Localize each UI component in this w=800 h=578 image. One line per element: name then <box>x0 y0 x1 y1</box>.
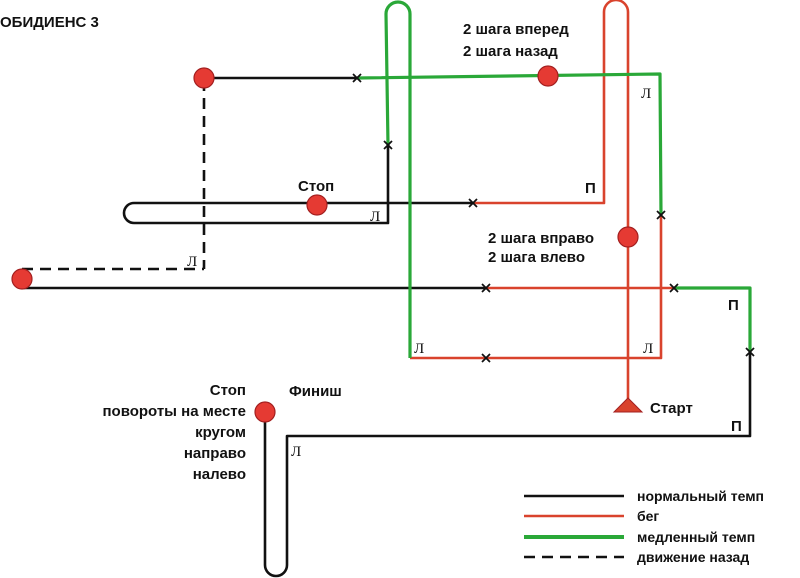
point-steps-side <box>617 226 639 248</box>
x-marker <box>383 140 393 150</box>
slow-segment-loop <box>384 0 412 358</box>
exercise-labels: 2 шага вперед 2 шага назад Стоп 2 шага в… <box>102 21 692 483</box>
turn-left-mark: Л <box>641 86 651 102</box>
x-marker <box>468 198 478 208</box>
point-left <box>11 268 33 290</box>
run-segment-upper <box>473 0 630 237</box>
run-segment-lower <box>410 215 663 360</box>
turn-right-mark: П <box>731 418 742 435</box>
label-stop: Стоп <box>298 178 334 195</box>
turn-right-mark: П <box>585 180 596 197</box>
turn-marks: Л Л Л Л Л Л П П П <box>187 86 742 460</box>
label-steps-back: 2 шага назад <box>463 43 558 60</box>
label-steps-left: 2 шага влево <box>488 249 585 266</box>
turn-left-mark: Л <box>643 341 653 357</box>
legend: нормальный темп бег медленный темп движе… <box>524 488 764 565</box>
label-turn-right: направо <box>184 445 246 462</box>
x-marker <box>656 210 666 220</box>
diagram-title: ОБИДИЕНС 3 <box>0 14 99 31</box>
legend-label-normal: нормальный темп <box>637 488 764 504</box>
slow-segment-top <box>356 72 663 216</box>
point-steps-forward <box>537 65 559 87</box>
exercise-points <box>11 65 639 423</box>
start-triangle <box>612 397 644 413</box>
turn-left-mark: Л <box>291 444 301 460</box>
label-start: Старт <box>650 400 693 417</box>
normal-segment-stop-loop <box>122 145 473 225</box>
x-marker <box>481 353 491 363</box>
point-stop <box>306 194 328 216</box>
turn-left-mark: Л <box>187 254 197 270</box>
run-paths <box>410 0 674 405</box>
label-steps-forward: 2 шага вперед <box>463 21 569 38</box>
turn-left-mark: Л <box>414 341 424 357</box>
point-top-left <box>193 67 215 89</box>
label-stop-bottom: Стоп <box>210 382 246 399</box>
label-steps-right: 2 шага вправо <box>488 230 594 247</box>
x-marker <box>352 73 362 83</box>
turn-right-mark: П <box>728 297 739 314</box>
legend-label-backward: движение назад <box>637 549 749 565</box>
label-turns: повороты на месте <box>102 403 246 420</box>
legend-label-run: бег <box>637 508 659 524</box>
slow-pace-paths <box>356 0 752 358</box>
x-marker <box>481 283 491 293</box>
label-turn-around: кругом <box>195 424 246 441</box>
x-markers <box>352 73 755 363</box>
normal-pace-paths <box>22 76 752 578</box>
turn-left-mark: Л <box>370 209 380 225</box>
x-marker <box>745 347 755 357</box>
label-turn-left: налево <box>193 466 246 483</box>
normal-segment-bottom <box>263 352 752 578</box>
backward-paths <box>22 80 206 271</box>
x-marker <box>669 283 679 293</box>
slow-segment-right <box>674 286 752 352</box>
point-finish-stop <box>254 401 276 423</box>
label-finish: Финиш <box>289 383 342 400</box>
legend-label-slow: медленный темп <box>637 529 755 545</box>
